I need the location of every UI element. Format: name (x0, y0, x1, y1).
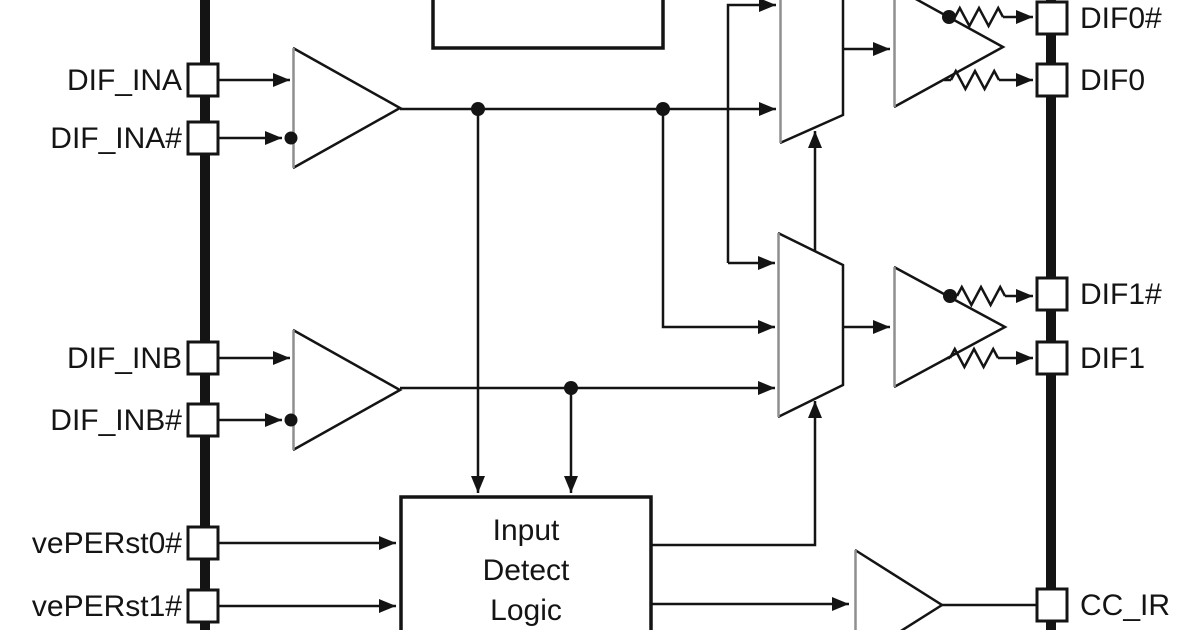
wire-select-to-mux1 (651, 401, 822, 547)
pin-veperst0-n (186, 525, 220, 561)
pin-label-dif0: DIF0 (1080, 64, 1145, 97)
pin-dif1 (1035, 340, 1069, 376)
dif0-mux (779, 0, 845, 145)
pin-label-veperst1-n: vePERst1# (32, 590, 182, 623)
resistor-zigzag (948, 346, 1000, 370)
pin-label-dif0-n: DIF0# (1080, 2, 1162, 35)
wire-net-a-to-mux1 (661, 109, 775, 334)
right-pin-bus (1046, 0, 1056, 630)
pin-label-dif1-n: DIF1# (1080, 278, 1162, 311)
pin-label-dif-ina-n: DIF_INA# (50, 122, 182, 155)
pin-dif0 (1035, 62, 1069, 98)
series-resistor-dif0 (944, 68, 1033, 92)
output-buffer-dif0 (893, 0, 1006, 109)
wire-top-net-to-mux0 (726, 0, 776, 263)
pin-cc-ir (1035, 587, 1069, 623)
pin-dif-inb-n (186, 402, 220, 438)
pin-label-cc-ir: CC_IR (1080, 589, 1170, 622)
input-buffer-b (292, 328, 403, 452)
pin-label-dif-inb-n: DIF_INB# (50, 404, 182, 437)
input-detect-logic-block: Input Detect Logic (399, 495, 653, 630)
left-pin-bus (200, 0, 210, 630)
series-resistor-dif1-n (943, 284, 1033, 308)
series-resistor-dif0-n (942, 5, 1033, 29)
resistor-zigzag (949, 68, 1001, 92)
pin-dif0-n (1035, 0, 1069, 36)
pin-dif-inb (186, 340, 220, 376)
pin-dif-ina-n (186, 120, 220, 156)
resistor-zigzag (955, 284, 1007, 308)
resistor-zigzag (953, 5, 1005, 29)
pin-dif-ina (186, 62, 220, 98)
input-detect-logic-label-line2: Detect (483, 554, 570, 587)
pin-label-dif-inb: DIF_INB (67, 342, 182, 375)
inverting-input-dot-a (284, 131, 298, 145)
series-resistor-dif1 (947, 346, 1033, 370)
pin-label-dif1: DIF1 (1080, 342, 1145, 375)
pin-label-veperst0-n: vePERst0# (32, 527, 182, 560)
output-buffer-dif1 (893, 265, 1008, 389)
pin-veperst1-n (186, 588, 220, 624)
input-detect-logic-label-line3: Logic (490, 594, 562, 627)
pin-dif1-n (1035, 276, 1069, 312)
input-detect-logic-label-line1: Input (493, 514, 560, 547)
inverting-input-dot-b (284, 413, 298, 427)
pin-label-dif-ina: DIF_INA (67, 64, 182, 97)
top-block-partial (431, 0, 665, 50)
